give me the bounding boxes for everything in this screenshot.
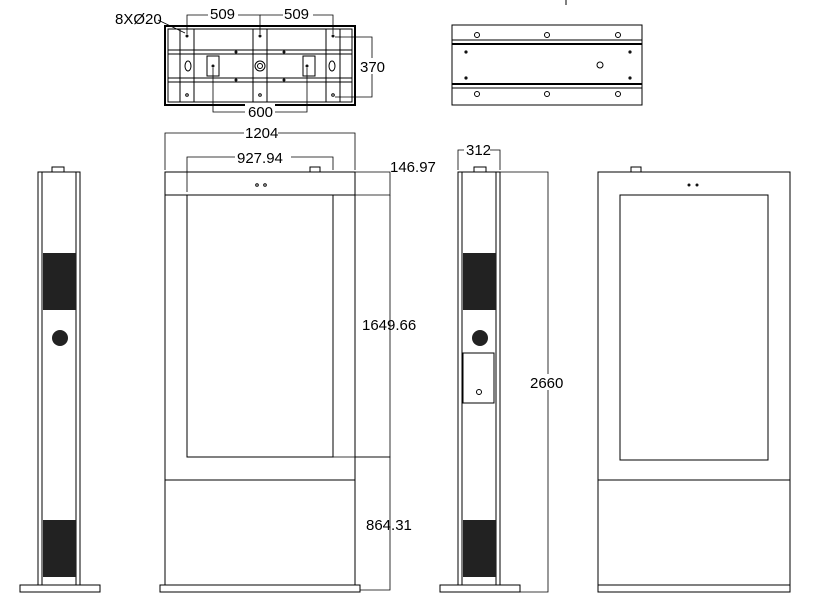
dim-312: 312 (466, 142, 491, 159)
dim-1204: 1204 (245, 125, 278, 142)
side-view-left (19, 166, 101, 593)
side-view-right (439, 143, 566, 593)
dim-600: 600 (248, 104, 273, 121)
dim-509-left: 509 (210, 6, 235, 23)
dim-1649-66: 1649.66 (362, 317, 416, 334)
dim-370: 370 (360, 59, 385, 76)
front-view (159, 125, 391, 593)
top-plan-view (157, 6, 386, 118)
back-view (597, 166, 791, 593)
dim-927-94: 927.94 (237, 150, 283, 167)
holes-label: 8XØ20 (115, 11, 162, 28)
dim-509-right: 509 (284, 6, 309, 23)
top-view-right (451, 0, 643, 106)
dim-2660: 2660 (530, 375, 563, 392)
dim-146-97: 146.97 (390, 159, 436, 176)
dim-864-31: 864.31 (366, 517, 412, 534)
